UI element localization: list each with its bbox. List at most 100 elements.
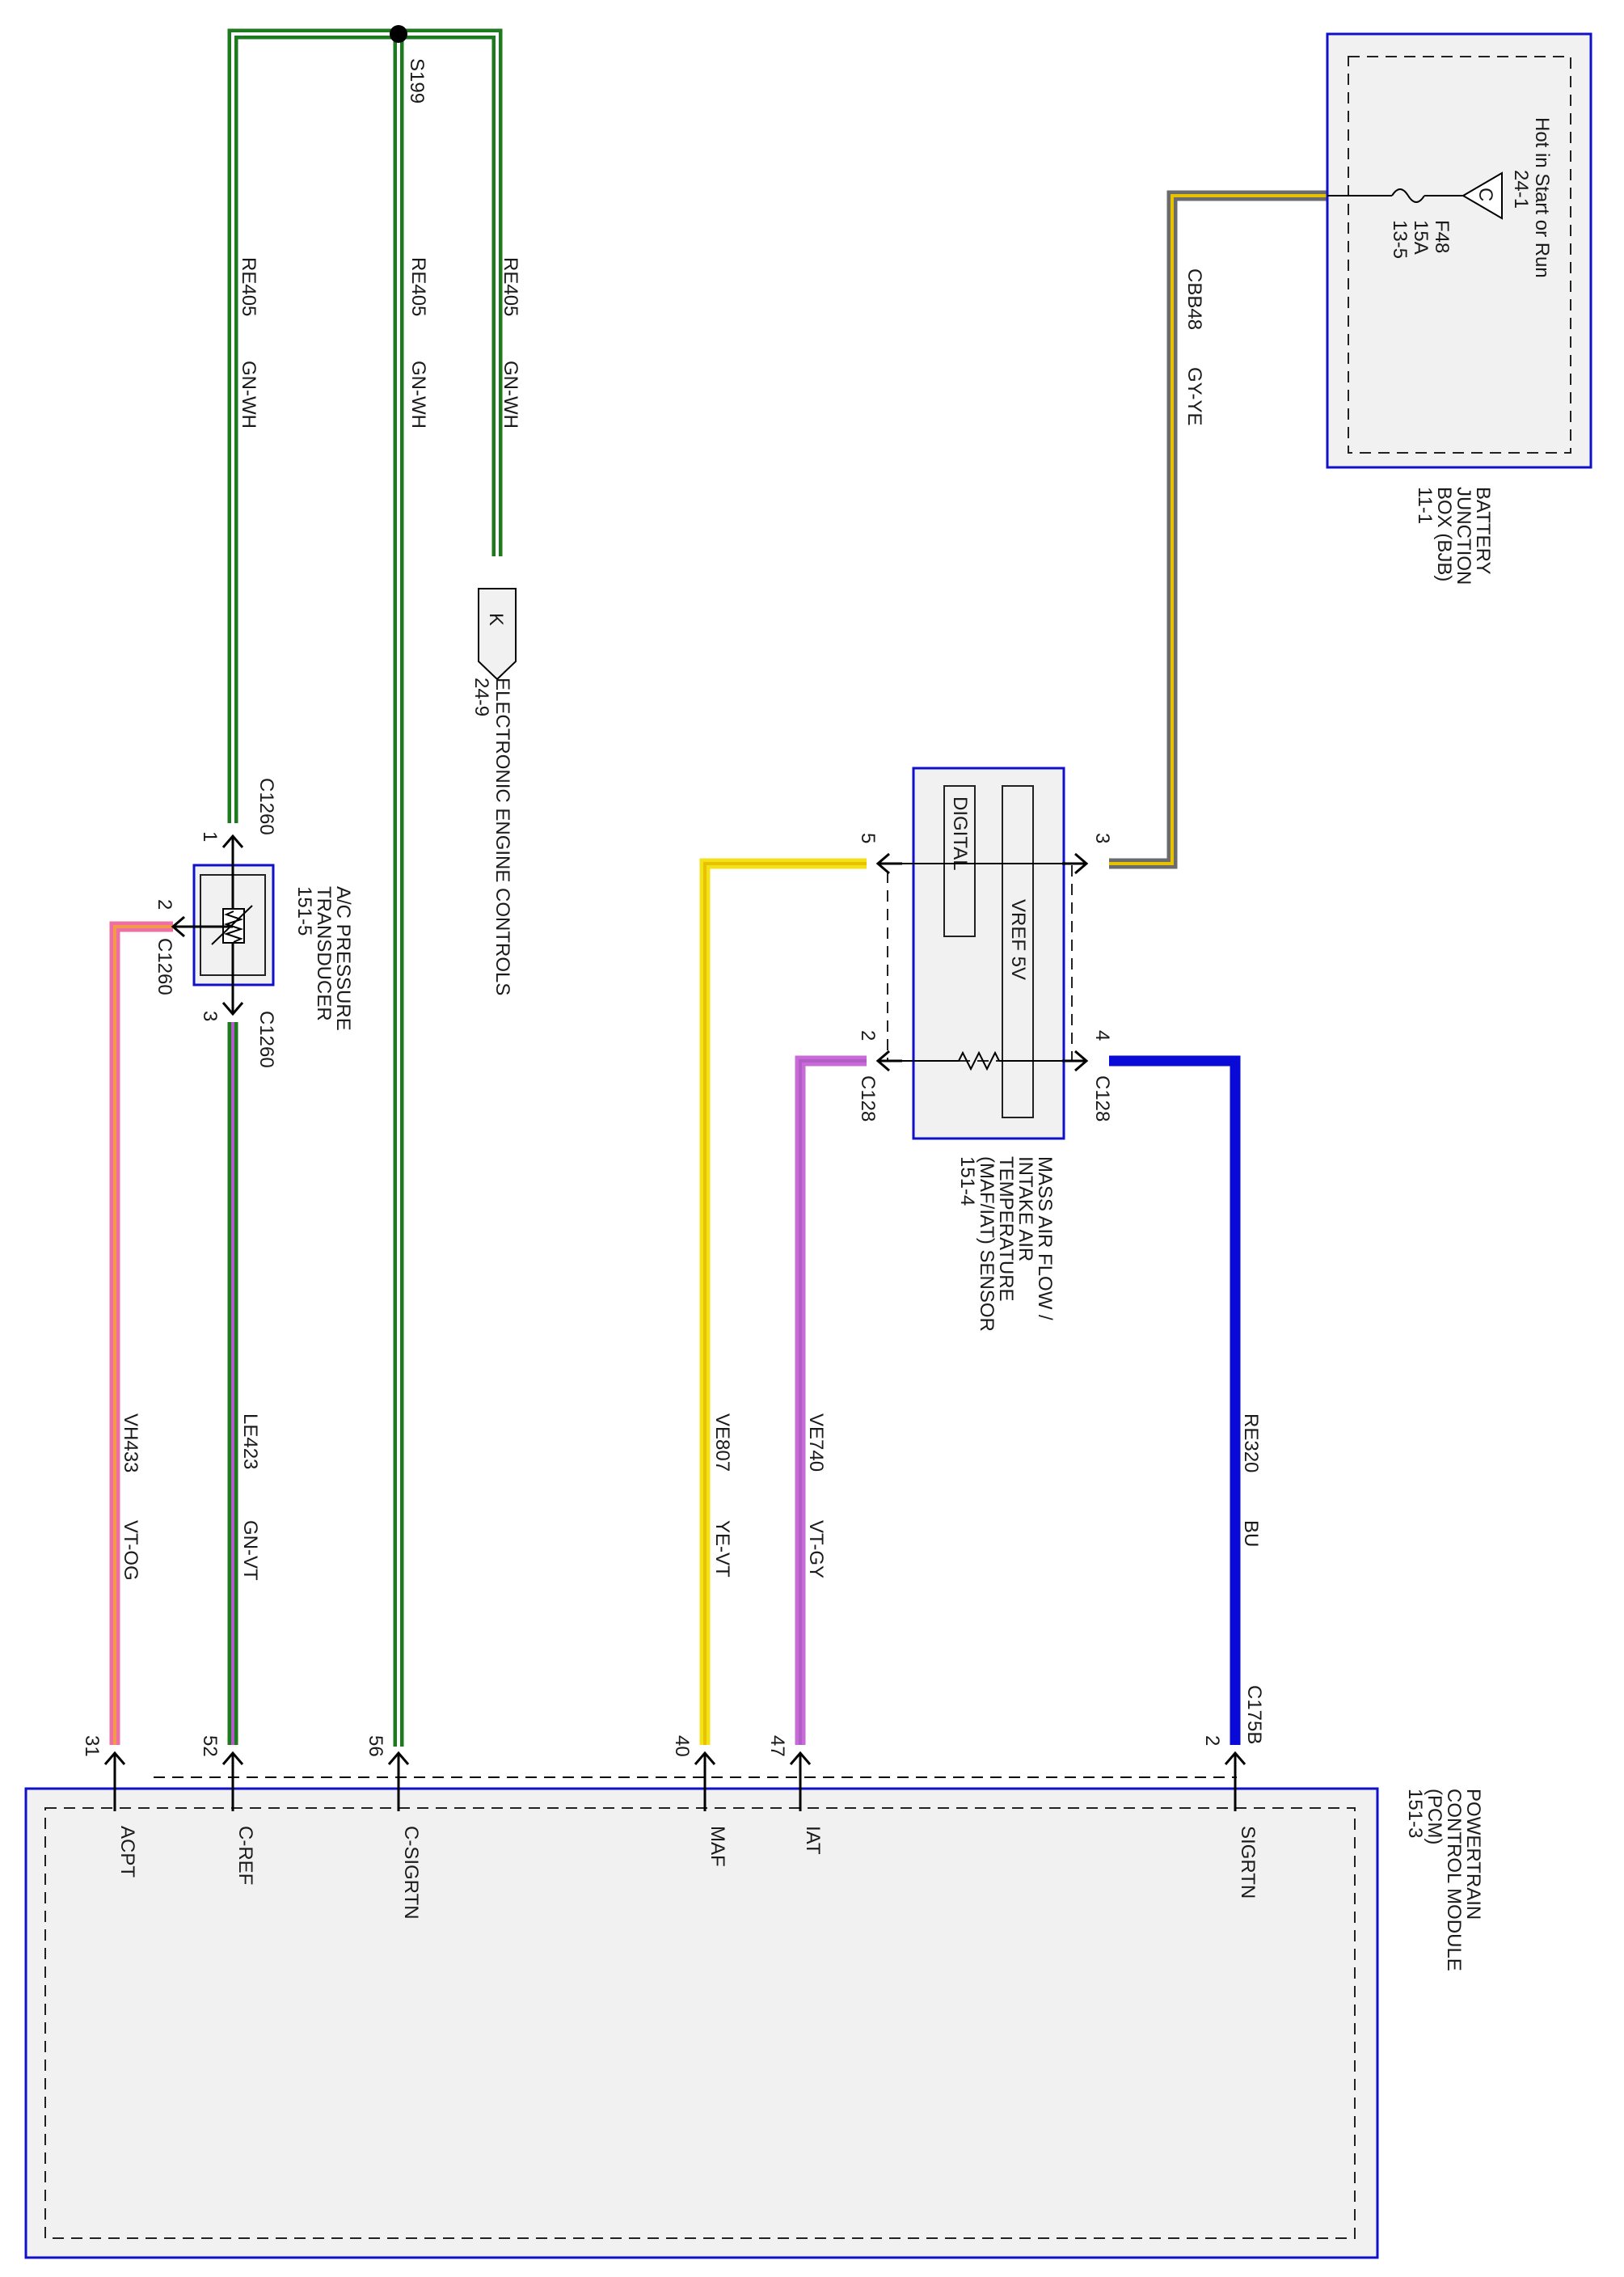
acpt-page: 151-5 (293, 886, 315, 936)
wire-cbb48 (1109, 190, 1327, 869)
wire-re320-color: BU (1240, 1520, 1262, 1547)
terminal-pcm-56-icon (387, 1751, 410, 1777)
terminal-maf-4-icon (1062, 1050, 1089, 1072)
pcm-pin-number: 31 (81, 1735, 103, 1757)
pcm-page: 151-3 (1404, 1789, 1426, 1839)
maf-pin-4: 4 (1091, 1030, 1113, 1041)
vref-label: VREF 5V (1007, 899, 1029, 980)
maf-connector-left: C128 (857, 1075, 879, 1122)
eec-page: 24-9 (470, 678, 492, 716)
maf-page: 151-4 (956, 1156, 978, 1206)
terminal-maf-2-icon (875, 1050, 902, 1072)
wire-re405-a (227, 28, 399, 823)
connection-flag-icon (1462, 171, 1503, 220)
wire-le423-circuit: LE423 (239, 1413, 261, 1469)
maf-name: MASS AIR FLOW / INTAKE AIR TEMPERATURE (… (976, 1156, 1054, 1332)
maf-connector-right: C128 (1091, 1075, 1113, 1122)
terminal-pcm-40-icon (694, 1751, 716, 1777)
pcm-pin-signal: C-SIGRTN (400, 1826, 422, 1920)
wire-cbb48-circuit: CBB48 (1183, 268, 1205, 330)
pcm-pin-signal: C-REF (234, 1826, 256, 1885)
wire-re405-c-color: GN-WH (500, 361, 521, 429)
fuse-id: F48 (1431, 220, 1453, 253)
wires (109, 28, 1327, 1747)
maf-pin-2: 2 (857, 1030, 879, 1041)
terminal-maf-3-icon (1062, 852, 1089, 875)
splice-dot-icon (390, 25, 407, 43)
variable-resistor-icon (223, 910, 244, 943)
acpt-pin-3: 3 (199, 1011, 221, 1021)
wire-ve807-circuit: VE807 (711, 1413, 733, 1472)
wire-cbb48-color: GY-YE (1183, 367, 1205, 425)
wire-le423-color: GN-VT (239, 1520, 261, 1581)
wire-labels: CBB48 GY-YE RE405 GN-WH RE405 GN-WH RE40… (120, 257, 1262, 1581)
digital-label: DIGITAL (949, 796, 971, 871)
battery-junction-box: C Hot in Start or Run 24-1 F48 15A 13-5 … (1326, 32, 1592, 585)
pcm-pin-signal: IAT (802, 1826, 824, 1855)
maf-pin-3: 3 (1091, 833, 1113, 843)
fuse-ref: 13-5 (1389, 220, 1411, 259)
wire-re405-c (399, 28, 503, 556)
acpt-name: A/C PRESSURE TRANSDUCER (313, 886, 352, 1031)
wire-re405-c-circuit: RE405 (500, 257, 521, 316)
terminal-acpt-1-icon (221, 834, 244, 860)
wire-re405-b-color: GN-WH (407, 361, 429, 429)
wire-vh433 (109, 921, 173, 1745)
pcm-pin-number: 40 (671, 1735, 693, 1757)
pcm-pin-number: 56 (365, 1735, 386, 1757)
acpt-pin-2: 2 (154, 899, 175, 910)
ac-pressure-transducer: 1 2 3 C1260 C1260 C1260 A/C PRESSURE TRA… (154, 778, 352, 1068)
pcm-pin-number: 47 (766, 1735, 788, 1757)
terminal-maf-5-icon (875, 852, 902, 875)
terminal-pcm-52-icon (221, 1751, 244, 1777)
bjb-hot-ref: 24-1 (1510, 170, 1532, 209)
wire-ve807 (699, 858, 867, 1745)
maf-iat-sensor: VREF 5V DIGITAL 3 5 4 2 C128 C128 MASS A… (857, 767, 1113, 1332)
vref-block (1002, 785, 1034, 1118)
resistor-icon (958, 1050, 1000, 1071)
pcm-pin-number: 2 (1201, 1735, 1223, 1746)
eec-name: ELECTRONIC ENGINE CONTROLS (491, 678, 513, 995)
terminal-pcm-31-icon (103, 1751, 126, 1777)
terminal-acpt-2-icon (171, 915, 197, 938)
bjb-name: BATTERY JUNCTION BOX (BJB) (1433, 487, 1492, 585)
wire-ve740 (795, 1055, 867, 1745)
maf-pin-5: 5 (857, 833, 879, 843)
bjb-page: 11-1 (1414, 487, 1436, 525)
bjb-hot-label: Hot in Start or Run (1531, 117, 1553, 278)
pcm-pin-signal: MAF (707, 1826, 728, 1867)
wire-vh433-circuit: VH433 (120, 1413, 141, 1472)
wire-re405-b-circuit: RE405 (407, 257, 429, 316)
eec-letter: K (485, 613, 507, 626)
connector-terminals (103, 834, 1246, 1777)
fuse-icon (1391, 188, 1425, 203)
pcm-name: POWERTRAIN CONTROL MODULE (PCM) (1424, 1789, 1483, 1971)
splice-s199: S199 (390, 25, 428, 104)
wire-re405-a-circuit: RE405 (238, 257, 259, 316)
wire-re320 (1109, 1055, 1241, 1745)
wire-re405-a-color: GN-WH (238, 361, 259, 429)
fuse-rating: 15A (1410, 220, 1432, 255)
wire-re320-circuit: RE320 (1240, 1413, 1262, 1472)
pcm-pin-signal: SIGRTN (1237, 1826, 1259, 1899)
acpt-connector-3: C1260 (255, 1011, 277, 1068)
terminal-pcm-47-icon (789, 1751, 812, 1777)
pcm-pin-signal: ACPT (116, 1826, 138, 1878)
connector-arrow-icon (478, 588, 517, 681)
digital-block (943, 785, 976, 937)
wire-vh433-color: VT-OG (120, 1520, 141, 1581)
pcm-connector: C175B (1243, 1685, 1265, 1744)
acpt-connector-1: C1260 (255, 778, 277, 835)
bjb-flag-letter: C (1474, 188, 1496, 201)
powertrain-control-module: POWERTRAIN CONTROL MODULE (PCM) 151-3 C1… (24, 1685, 1483, 2259)
terminal-pcm-2-icon (1224, 1751, 1246, 1777)
acpt-pin-1: 1 (199, 831, 221, 842)
wire-ve807-color: YE-VT (711, 1520, 733, 1578)
wire-ve740-color: VT-GY (805, 1520, 827, 1578)
pcm-pin-number: 52 (199, 1735, 221, 1757)
splice-id: S199 (406, 58, 428, 104)
eec-connector: K ELECTRONIC ENGINE CONTROLS 24-9 (470, 588, 517, 995)
wire-ve740-circuit: VE740 (805, 1413, 827, 1472)
